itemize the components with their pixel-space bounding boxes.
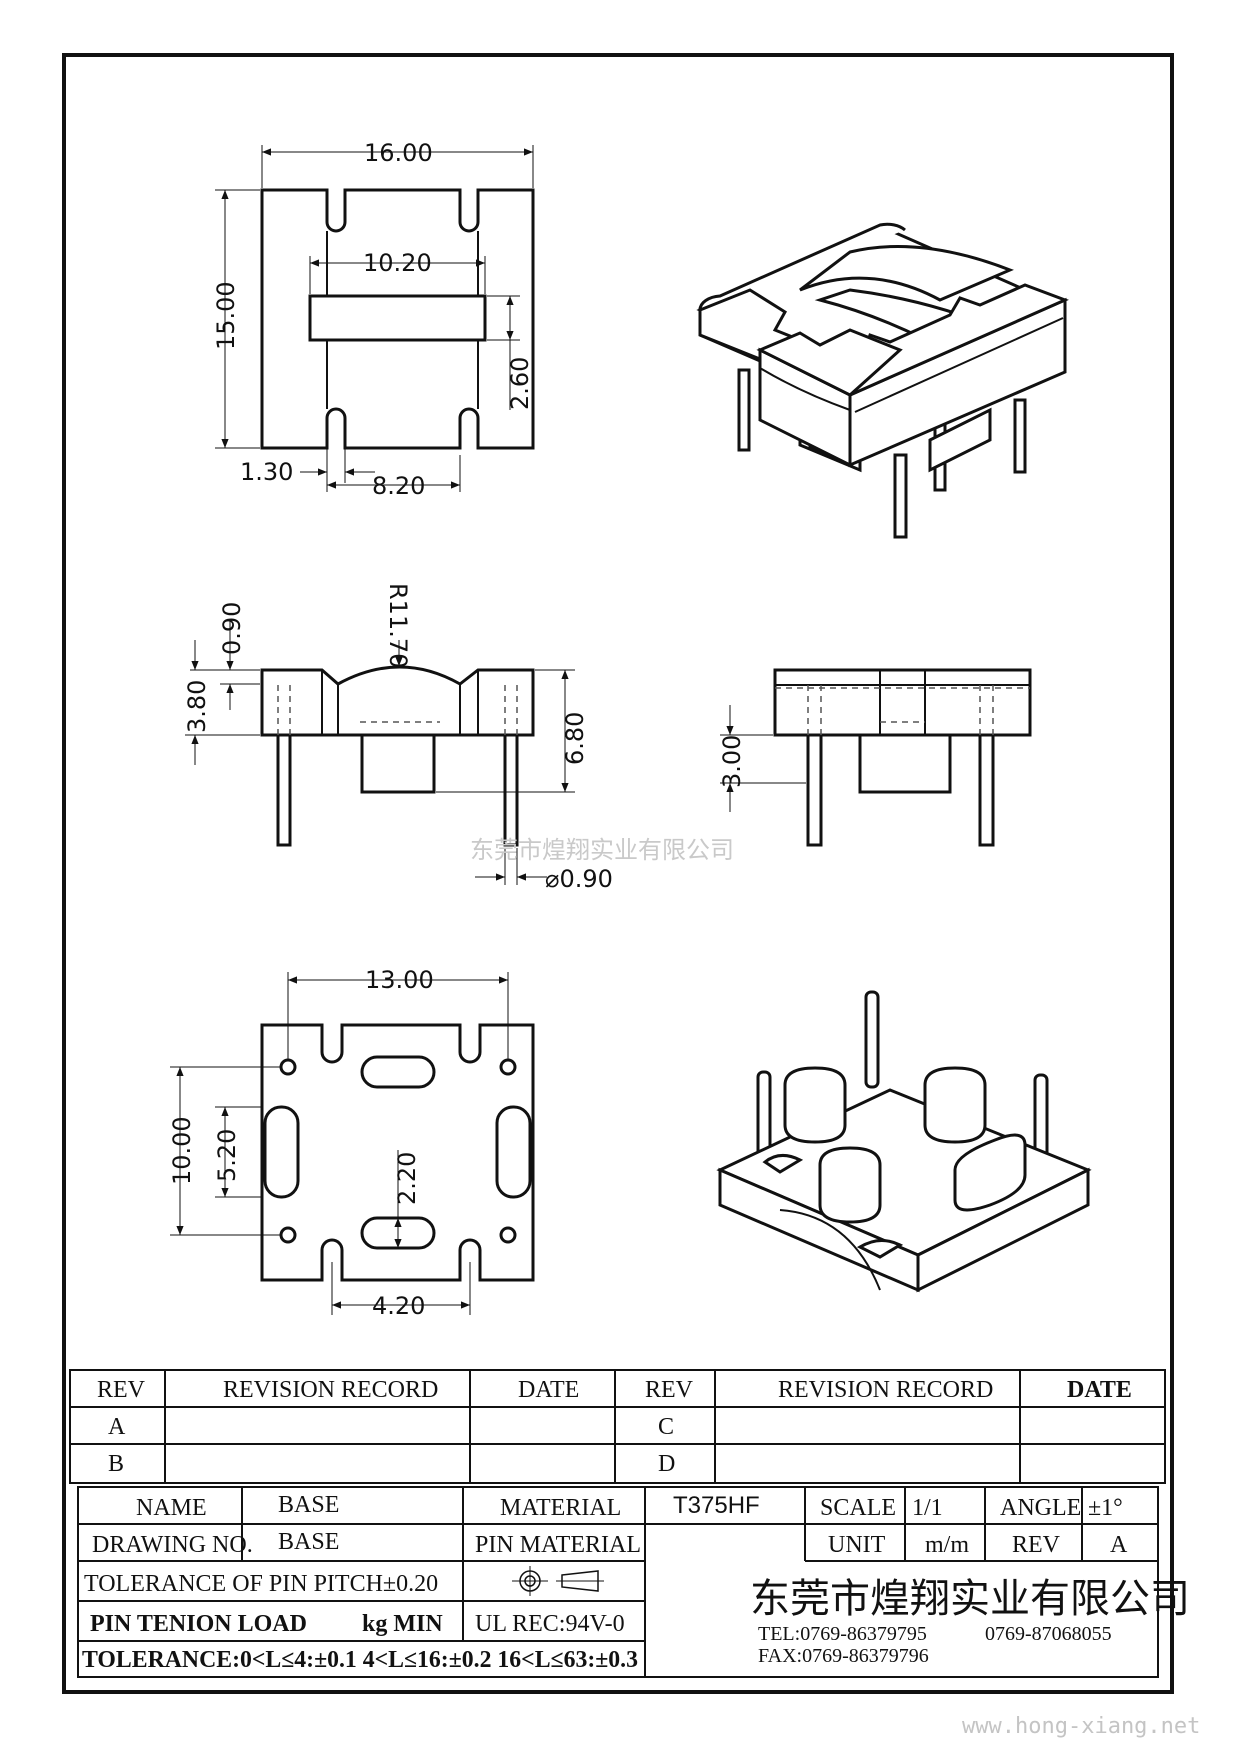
date-header-right: DATE <box>1067 1377 1132 1403</box>
rev-c: C <box>658 1414 674 1440</box>
isometric-bottom-view <box>716 990 1092 1293</box>
general-tolerance: TOLERANCE:0<L≤4:±0.1 4<L≤16:±0.2 16<L≤63… <box>82 1647 638 1673</box>
dim-front-flange: 3.80 <box>183 680 211 733</box>
angle-value: ±1° <box>1088 1495 1123 1521</box>
rev-header-right: REV <box>645 1377 694 1403</box>
dim-side-pin-length: 3.00 <box>718 735 746 788</box>
rev-label: REV <box>1012 1532 1061 1558</box>
pin-tension-label: PIN TENION LOAD <box>90 1611 307 1637</box>
dim-top-width: 16.00 <box>364 139 433 167</box>
rev-b: B <box>108 1451 124 1477</box>
scale-value: 1/1 <box>912 1495 943 1521</box>
pin-tension-unit: kg MIN <box>362 1611 443 1637</box>
dim-top-pin-offset: 1.30 <box>240 458 293 486</box>
drawing-frame <box>62 53 1174 1694</box>
dim-top-height: 15.00 <box>212 281 240 350</box>
part-number: T375HF <box>673 1492 760 1519</box>
dim-top-slot-width: 10.20 <box>363 249 432 277</box>
rev-a: A <box>108 1414 126 1440</box>
dim-top-pin-pitch: 8.20 <box>372 472 425 500</box>
watermark-site: www.hong-xiang.net <box>962 1714 1200 1739</box>
front-view: R11.70 0.90 3.80 6.80 ⌀0.90 <box>183 583 613 893</box>
drawing-no-label: DRAWING NO. <box>92 1532 253 1558</box>
name-label: NAME <box>136 1495 207 1521</box>
unit-label: UNIT <box>828 1532 886 1558</box>
watermark-company: 东莞市煌翔实业有限公司 <box>470 836 734 864</box>
date-header-left: DATE <box>518 1377 579 1403</box>
dim-bottom-pitch: 4.20 <box>372 1292 425 1320</box>
dim-top-slot-height: 2.60 <box>506 357 534 410</box>
angle-label: ANGLE <box>1000 1495 1081 1521</box>
company-tel-2: 0769-87068055 <box>985 1623 1112 1645</box>
drawing-no-value: BASE <box>278 1529 339 1555</box>
dim-pin-diameter: ⌀0.90 <box>545 865 613 893</box>
material-label: MATERIAL <box>500 1495 621 1521</box>
pin-material-label: PIN MATERIAL <box>475 1532 641 1558</box>
dim-bottom-slot-center: 2.20 <box>393 1152 421 1205</box>
company-fax: FAX:0769-86379796 <box>758 1645 929 1667</box>
rev-header-left: REV <box>97 1377 146 1403</box>
bottom-view: 13.00 10.00 5.20 2.20 4.20 <box>168 966 535 1320</box>
dim-bottom-height: 10.00 <box>168 1116 196 1185</box>
rev-d: D <box>658 1451 675 1477</box>
revision-record-header-left: REVISION RECORD <box>223 1377 438 1403</box>
name-value: BASE <box>278 1492 339 1518</box>
title-block: NAME BASE MATERIAL T375HF SCALE 1/1 ANGL… <box>77 1486 1190 1678</box>
top-view: 16.00 15.00 10.20 2.60 1.30 8.20 <box>212 139 535 500</box>
dim-front-gap: 0.90 <box>218 602 246 655</box>
revision-table: REV REVISION RECORD DATE REV REVISION RE… <box>69 1369 1166 1484</box>
dim-front-radius: R11.70 <box>384 583 412 668</box>
unit-value: m/m <box>925 1532 969 1558</box>
rev-value: A <box>1110 1532 1128 1558</box>
dim-bottom-slot-side: 5.20 <box>213 1129 241 1182</box>
pin-pitch-tolerance: TOLERANCE OF PIN PITCH±0.20 <box>84 1571 438 1597</box>
projection-symbol-icon <box>512 1566 604 1596</box>
company-tel: TEL:0769-86379795 <box>758 1623 927 1645</box>
scale-label: SCALE <box>820 1495 896 1521</box>
dim-front-height: 6.80 <box>561 712 589 765</box>
side-view: 3.00 <box>718 668 1032 847</box>
revision-record-header-right: REVISION RECORD <box>778 1377 993 1403</box>
ul-rec: UL REC:94V-0 <box>475 1611 625 1637</box>
isometric-top-view <box>696 222 1069 539</box>
company-name: 东莞市煌翔实业有限公司 <box>750 1576 1190 1622</box>
dim-bottom-width: 13.00 <box>365 966 434 994</box>
